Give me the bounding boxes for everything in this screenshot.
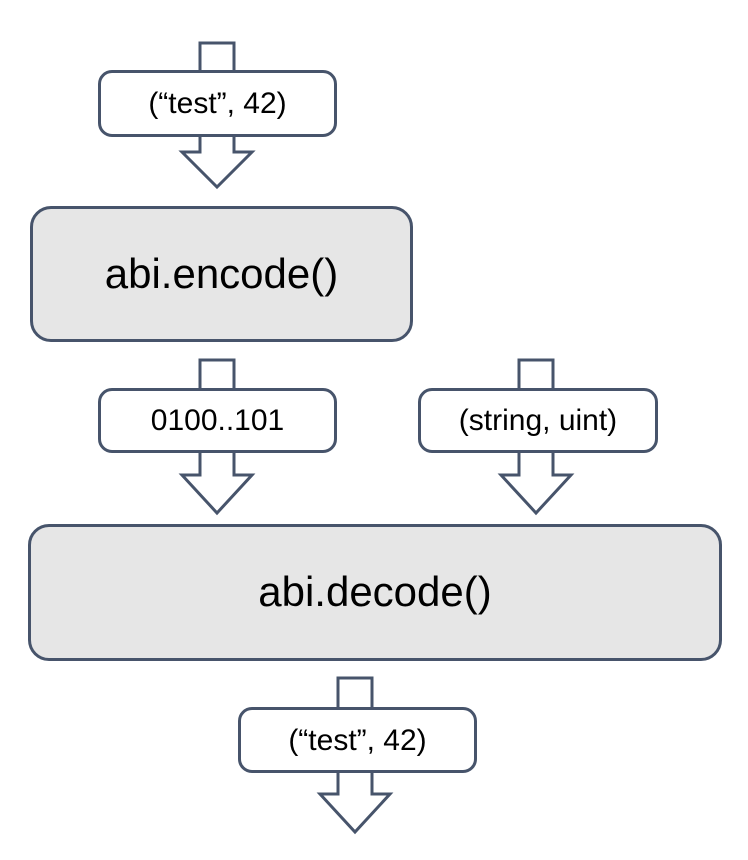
node-types-tuple-label: (string, uint) (458, 404, 618, 437)
node-abi-decode-label: abi.decode() (258, 568, 492, 616)
node-types-tuple: (string, uint) (418, 388, 658, 453)
node-abi-encode-label: abi.encode() (104, 249, 339, 297)
node-input-tuple: (“test”, 42) (98, 70, 337, 137)
node-output-tuple: (“test”, 42) (238, 707, 477, 773)
node-output-tuple-label: (“test”, 42) (288, 723, 427, 757)
node-abi-encode: abi.encode() (30, 206, 413, 342)
node-input-tuple-label: (“test”, 42) (148, 87, 287, 120)
node-encoded-bytes: 0100..101 (98, 388, 337, 453)
node-encoded-bytes-label: 0100..101 (150, 404, 285, 437)
node-abi-decode: abi.decode() (28, 524, 722, 661)
